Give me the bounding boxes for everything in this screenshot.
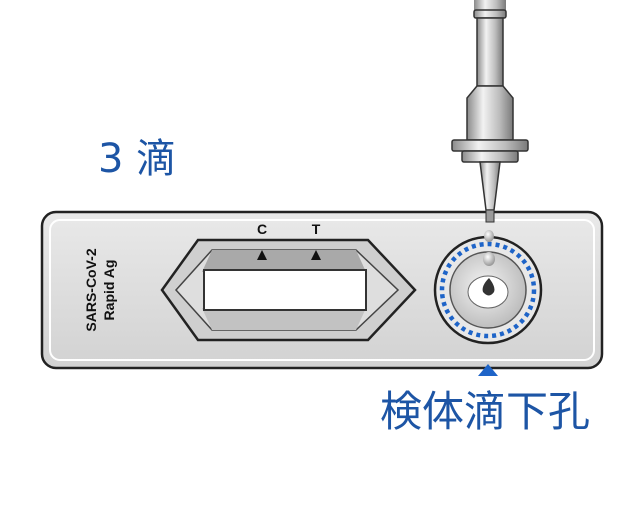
brand-line-1: SARS-CoV-2 (83, 248, 99, 331)
drop-3 (482, 278, 495, 296)
control-line-marker (257, 250, 267, 260)
sample-well-highlight-ring (439, 241, 537, 339)
dropper-tube (451, 0, 529, 223)
control-line-label: C (257, 221, 267, 237)
drop-count-label: 3 滴 (98, 136, 176, 182)
brand-label: SARS-CoV-2 Rapid Ag (83, 248, 117, 331)
test-line-marker (311, 250, 321, 260)
drop-1 (484, 230, 494, 242)
sample-drops (482, 230, 495, 296)
drop-2 (483, 252, 495, 266)
brand-line-2: Rapid Ag (101, 260, 117, 321)
result-window (160, 238, 417, 342)
sample-well-label: 検体滴下孔 (380, 387, 590, 436)
test-line-label: T (312, 221, 321, 237)
sample-well-pointer (478, 364, 498, 376)
